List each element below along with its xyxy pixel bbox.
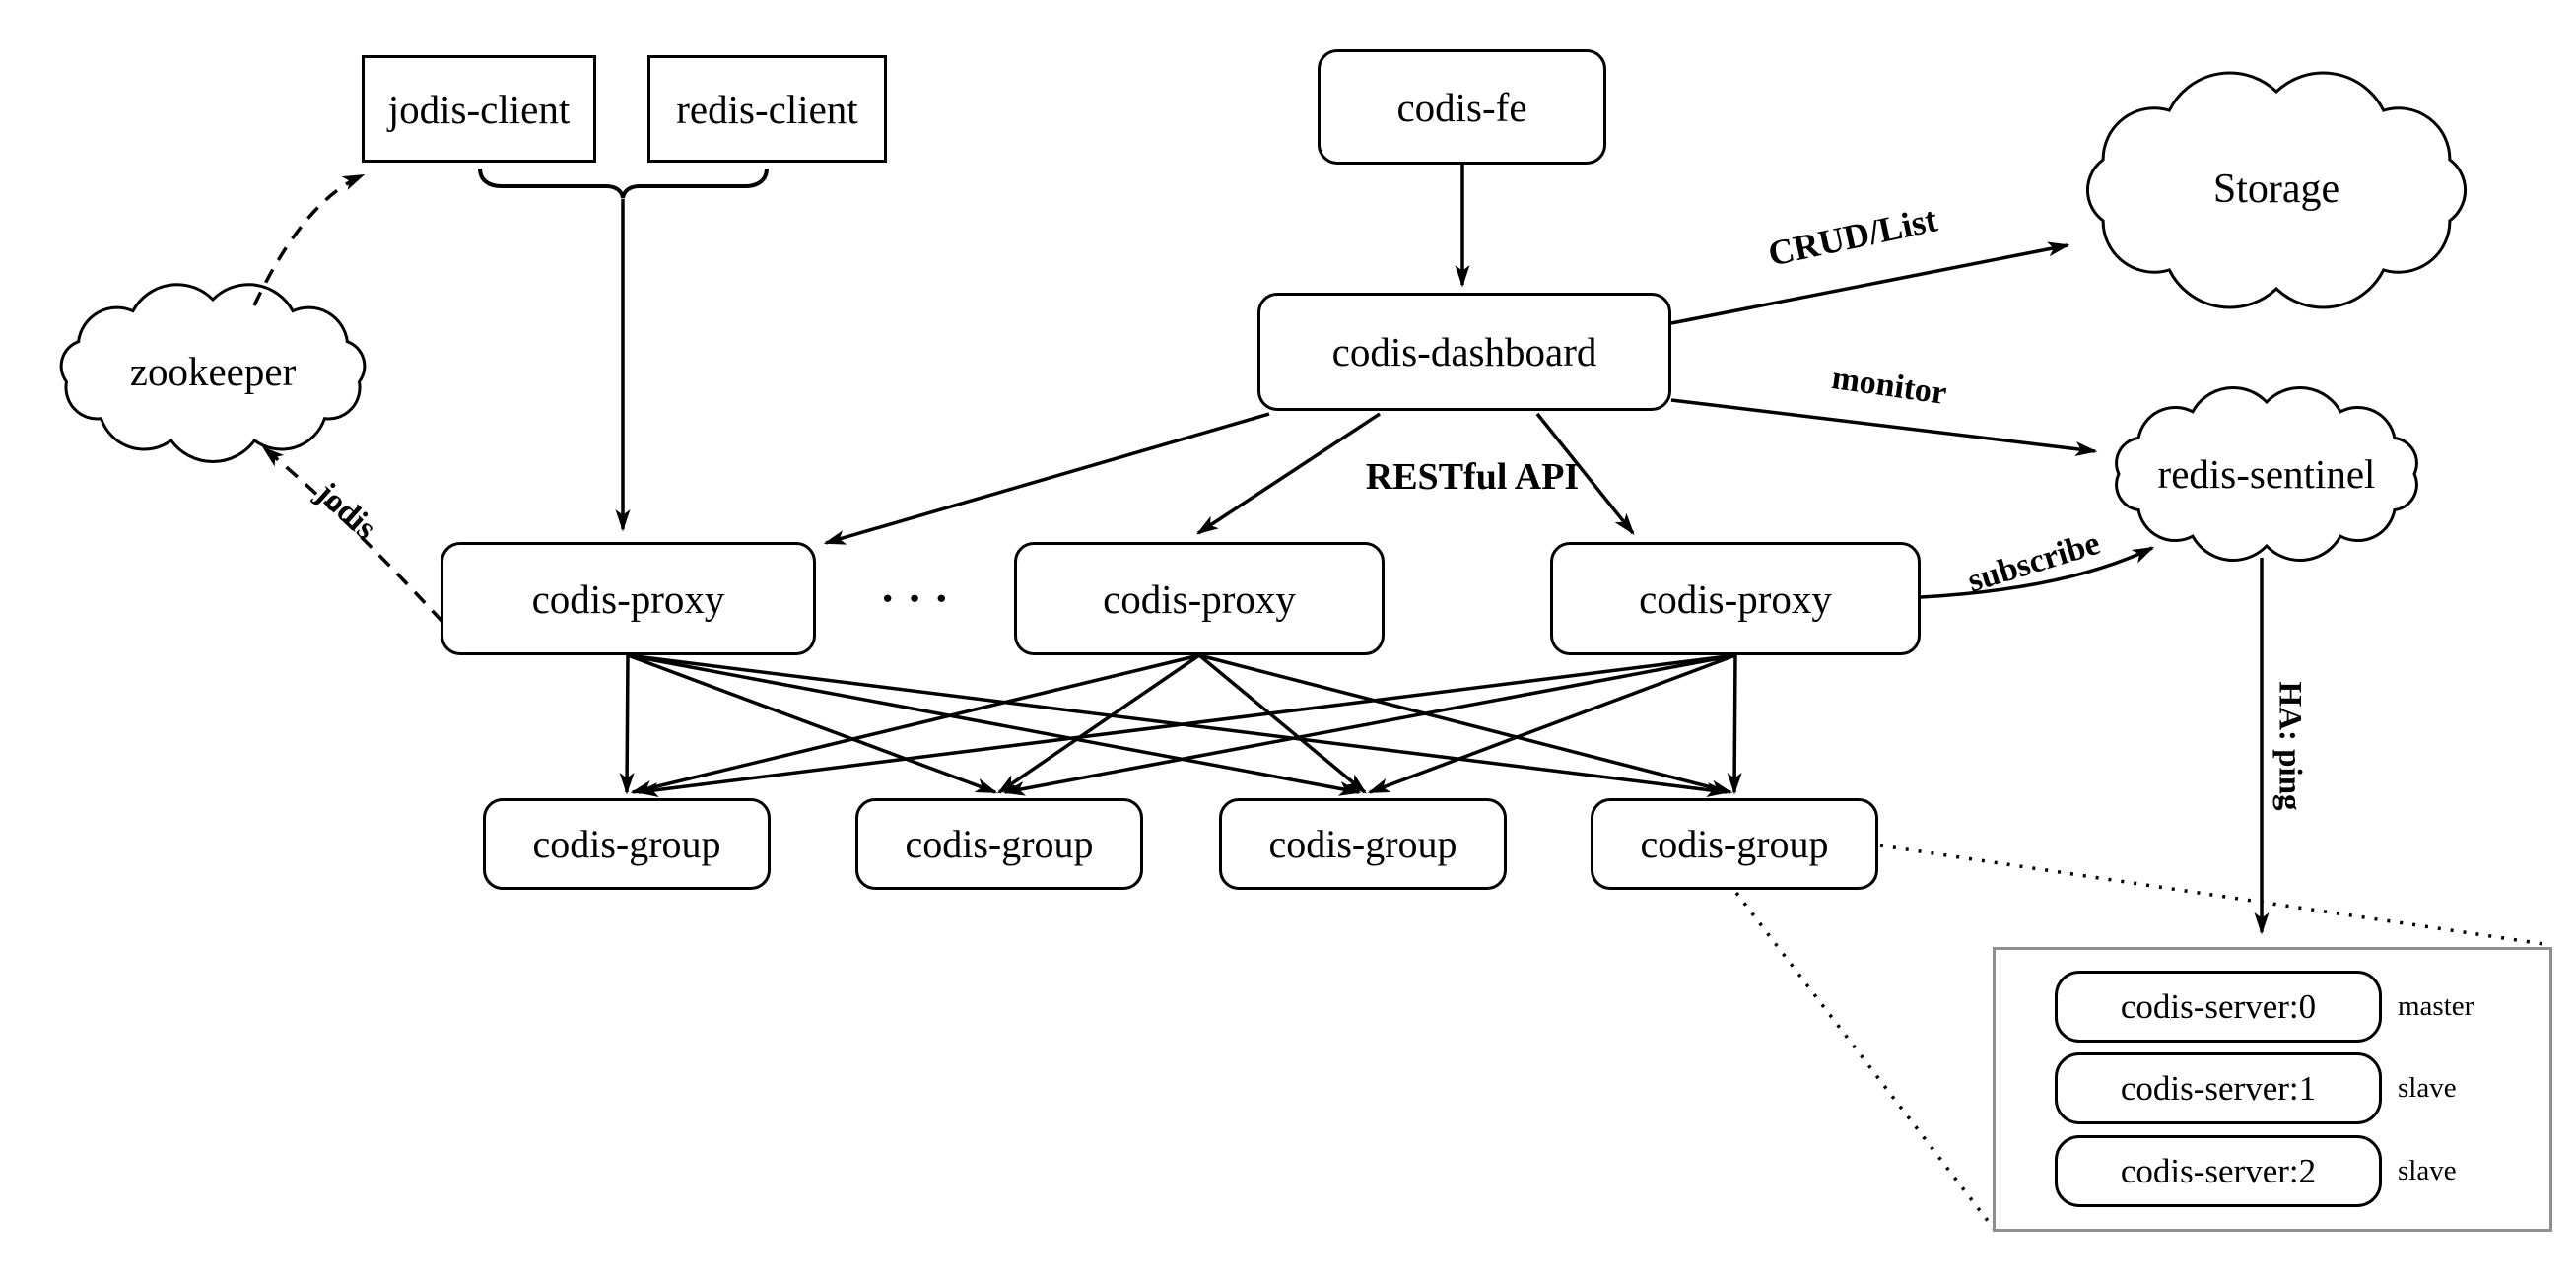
edge-proxy3-to-sentinel xyxy=(1920,546,2155,599)
node-codis-group-3: codis-group xyxy=(1219,798,1507,890)
storage-cloud xyxy=(2085,71,2468,309)
node-codis-proxy-1: codis-proxy xyxy=(441,542,816,655)
proxy-ellipsis: ··· xyxy=(879,573,962,624)
edge-zookeeper-to-jodis-client xyxy=(252,173,366,306)
node-zookeeper: zookeeper xyxy=(129,349,297,394)
node-codis-fe: codis-fe xyxy=(1318,49,1606,165)
node-codis-server-0: codis-server:0 xyxy=(2055,971,2382,1043)
edge-group4-container-bottom xyxy=(1734,891,1997,1232)
edge-proxy3-group4 xyxy=(1727,654,1742,795)
node-storage: Storage xyxy=(2212,167,2340,212)
node-codis-group-2: codis-group xyxy=(855,798,1143,890)
node-codis-group-1: codis-group xyxy=(483,798,771,890)
edge-label-restful-api: RESTful API xyxy=(1365,456,1580,498)
edge-group4-container-top xyxy=(1879,844,2551,947)
edge-dashboard-to-storage xyxy=(1670,241,2070,325)
node-codis-proxy-3: codis-proxy xyxy=(1550,542,1921,655)
edge-proxy3-group3 xyxy=(1367,653,1736,794)
edge-proxy1-group1 xyxy=(619,654,635,795)
edge-proxy3-group1 xyxy=(636,653,1736,797)
node-codis-dashboard: codis-dashboard xyxy=(1257,293,1671,411)
edge-proxy2-group4 xyxy=(1198,653,1733,795)
edge-dashboard-to-proxy3 xyxy=(1535,412,1635,535)
edge-proxy3-group2 xyxy=(1002,653,1736,796)
node-redis-sentinel: redis-sentinel xyxy=(2157,451,2376,497)
clients-brace xyxy=(478,168,769,199)
server-role-slave-2: slave xyxy=(2398,1155,2457,1186)
node-codis-proxy-2: codis-proxy xyxy=(1014,542,1385,655)
redis-sentinel-cloud xyxy=(2115,386,2418,562)
server-role-slave-1: slave xyxy=(2398,1072,2457,1104)
zookeeper-cloud xyxy=(59,283,367,463)
edge-proxy1-group2 xyxy=(627,653,998,794)
edge-proxy2-group3 xyxy=(1197,653,1367,794)
edge-proxy1-to-zookeeper xyxy=(262,446,444,624)
node-jodis-client: jodis-client xyxy=(362,55,596,163)
edge-proxy1-group3 xyxy=(627,653,1362,796)
node-codis-group-4: codis-group xyxy=(1591,798,1878,890)
edge-dashboard-to-proxy2 xyxy=(1195,412,1381,535)
edge-label-ha-ping: HA: ping xyxy=(2271,681,2308,811)
node-redis-client: redis-client xyxy=(647,55,887,163)
edge-dashboard-to-sentinel xyxy=(1670,398,2098,457)
node-codis-server-1: codis-server:1 xyxy=(2055,1052,2382,1124)
edge-dashboard-to-proxy1 xyxy=(823,412,1270,545)
edge-proxy2-group2 xyxy=(996,653,1200,794)
edge-proxy2-group1 xyxy=(630,653,1200,795)
server-role-master: master xyxy=(2398,990,2474,1022)
node-codis-server-2: codis-server:2 xyxy=(2055,1135,2382,1207)
